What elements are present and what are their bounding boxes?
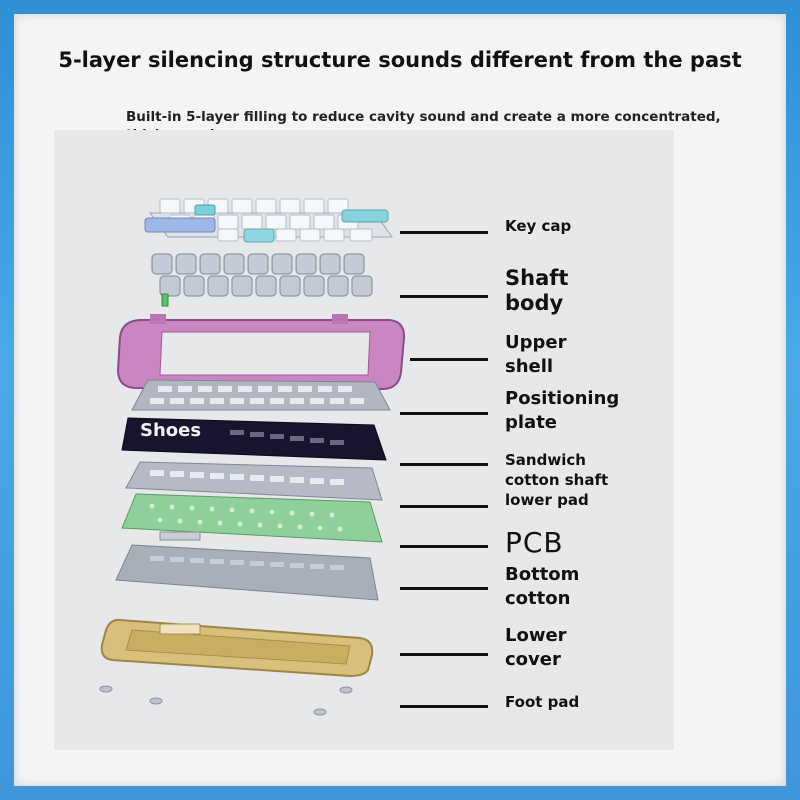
label-sandwich-cotton: Sandwich cotton shaft lower pad xyxy=(505,451,609,509)
leader-foot-pad xyxy=(400,705,488,708)
pcb-layer xyxy=(121,493,383,543)
upper-shell-layer xyxy=(116,314,406,391)
leader-shaft xyxy=(400,295,488,298)
leader-pcb xyxy=(400,545,488,548)
keycap-layer xyxy=(144,198,393,243)
label-shaft-body: Shaft body xyxy=(505,266,569,315)
headline: 5-layer silencing structure sounds diffe… xyxy=(58,48,742,72)
label-bottom-cotton: Bottom cotton xyxy=(505,564,580,609)
positioning-plate-layer xyxy=(121,379,391,461)
watermark-text: Shoes xyxy=(140,420,202,441)
label-positioning-plate: Positioning plate xyxy=(505,388,620,433)
leader-bottom-cotton xyxy=(400,587,488,590)
leader-plate xyxy=(400,412,488,415)
leader-sandwich xyxy=(400,463,488,466)
leader-pad xyxy=(400,505,488,508)
lower-cover-layer xyxy=(100,618,374,678)
switch-layer xyxy=(151,253,373,307)
label-foot-pad: Foot pad xyxy=(505,693,580,711)
label-keycap: Key cap xyxy=(505,217,572,235)
sandwich-cotton-layer xyxy=(125,461,383,501)
foot-pad-layer xyxy=(99,685,353,716)
leader-lower-cover xyxy=(400,653,488,656)
bottom-cotton-layer xyxy=(115,544,379,601)
leader-keycap xyxy=(400,231,488,234)
label-pcb: PCB xyxy=(505,526,564,559)
leader-upper xyxy=(410,358,488,361)
label-upper-shell: Upper shell xyxy=(505,332,567,377)
label-lower-cover: Lower cover xyxy=(505,625,567,670)
